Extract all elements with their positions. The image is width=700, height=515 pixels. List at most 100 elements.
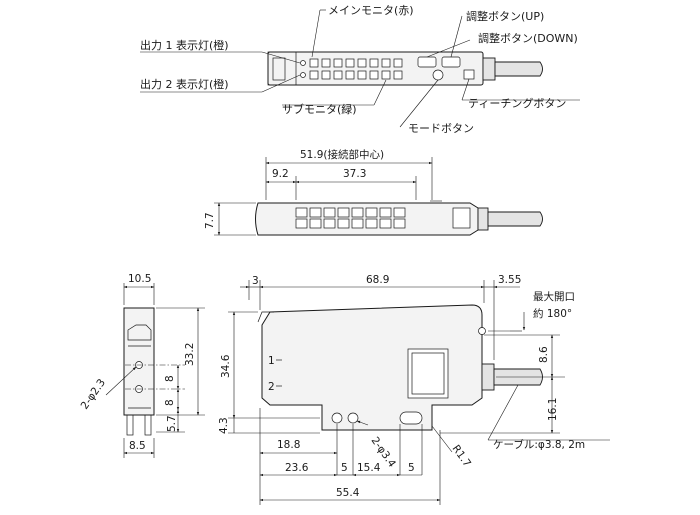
cable-spec: ケーブル:φ3.8, 2m [493,438,585,451]
topSub-cell [309,70,319,80]
dim-55-4: 55.4 [336,487,360,499]
sideGrid-cell [295,218,308,229]
dim-hole-2-3: 2-φ2.3 [79,377,108,412]
dim-8-b: 8 [164,399,176,406]
dim-3-55: 3.55 [498,274,521,286]
front-window [407,348,449,399]
sideGrid-cell [365,207,378,218]
sideGrid-cell [309,218,322,229]
panel-mark-1: 1 [268,355,275,367]
dim-33-2: 33.2 [184,343,196,366]
topMain-cell [369,58,379,68]
max-open-angle: 約 180° [533,307,572,320]
sideGrid-cell [379,218,392,229]
teaching-button [463,69,475,80]
max-open-label: 最大開口 [533,290,575,303]
dim-15-4: 15.4 [357,462,381,474]
front-view-body [261,304,483,431]
callout-adjust-down: 調整ボタン(DOWN) [478,31,578,45]
dim-5-a: 5 [341,462,348,474]
dim-10-5: 10.5 [128,273,151,285]
adjust-down-button [417,56,437,68]
front-view-hook [257,311,274,323]
dim-37-3: 37.3 [343,168,366,180]
front-window-inner [411,352,445,395]
dim-5-b: 5 [408,462,415,474]
top-sub-monitor [309,70,403,80]
top-view-latch [267,51,297,86]
top-view [267,51,543,86]
output1-indicator [300,60,306,66]
topMain-cell [345,58,355,68]
mode-button [432,69,444,81]
output2-indicator [300,72,306,78]
sideGrid-cell [337,207,350,218]
topSub-cell [393,70,403,80]
side-window [452,207,471,229]
side-view: 51.9(接続部中心) 9.2 37.3 7.7 [204,148,543,236]
dim-7-7: 7.7 [204,212,216,229]
sideGrid-cell [393,218,406,229]
dim-68-9: 68.9 [366,274,389,286]
end-view-latch [127,324,152,341]
front-view: 1 2 3 68.9 3.55 34.6 4.3 [218,274,610,505]
dim-9-2: 9.2 [272,168,289,180]
sideGrid-cell [351,218,364,229]
callout-mode: モードボタン [408,122,474,135]
callout-sub-monitor: サブモニタ(緑) [282,102,357,116]
dim-3: 3 [252,275,259,287]
front-hole-right [347,412,359,424]
end-view: 10.5 33.2 8 8 5.7 8.5 2-φ2.3 [79,273,205,458]
panel-mark-2: 2 [268,381,275,393]
sideGrid-cell [351,207,364,218]
topMain-cell [381,58,391,68]
topSub-cell [369,70,379,80]
topSub-cell [357,70,367,80]
top-cable-boot [482,57,496,81]
adjust-up-button [441,56,461,68]
callout-output2: 出力 2 表示灯(橙) [140,77,229,91]
dim-16-1: 16.1 [547,398,559,421]
callouts: メインモニタ(赤) 調整ボタン(UP) 調整ボタン(DOWN) 出力 1 表示灯… [140,4,580,135]
sideGrid-cell [295,207,308,218]
dim-4-3: 4.3 [218,417,230,434]
topSub-cell [333,70,343,80]
callout-adjust-up: 調整ボタン(UP) [466,9,544,23]
dim-8-5: 8.5 [129,440,146,452]
top-cable [494,61,543,77]
topMain-cell [333,58,343,68]
topSub-cell [381,70,391,80]
topMain-cell [321,58,331,68]
callout-main-monitor: メインモニタ(赤) [328,4,414,17]
sideGrid-cell [309,207,322,218]
topMain-cell [357,58,367,68]
topMain-cell [393,58,403,68]
topSub-cell [321,70,331,80]
topMain-cell [309,58,319,68]
top-view-clip [272,57,286,81]
callout-teaching: ティーチングボタン [468,96,566,110]
sideGrid-cell [323,207,336,218]
sideGrid-cell [337,218,350,229]
side-monitor-grid [295,207,406,229]
sideGrid-cell [379,207,392,218]
dim-connector-center: 51.9(接続部中心) [300,148,384,161]
sideGrid-cell [323,218,336,229]
dim-r1-7: R1.7 [450,443,474,470]
top-main-monitor [309,58,403,68]
front-slot [399,411,423,425]
front-cable-boot [481,363,495,391]
sideGrid-cell [393,207,406,218]
dim-23-6: 23.6 [285,462,309,474]
dim-8-6: 8.6 [538,346,550,363]
front-hinge [478,327,486,335]
side-cable [487,211,543,227]
topSub-cell [345,70,355,80]
side-cable-boot [477,207,489,231]
dim-34-6: 34.6 [220,354,232,378]
callout-output1: 出力 1 表示灯(橙) [140,38,229,52]
dim-18-8: 18.8 [277,439,300,451]
dim-5-7: 5.7 [166,415,178,432]
dim-8-a: 8 [164,375,176,382]
